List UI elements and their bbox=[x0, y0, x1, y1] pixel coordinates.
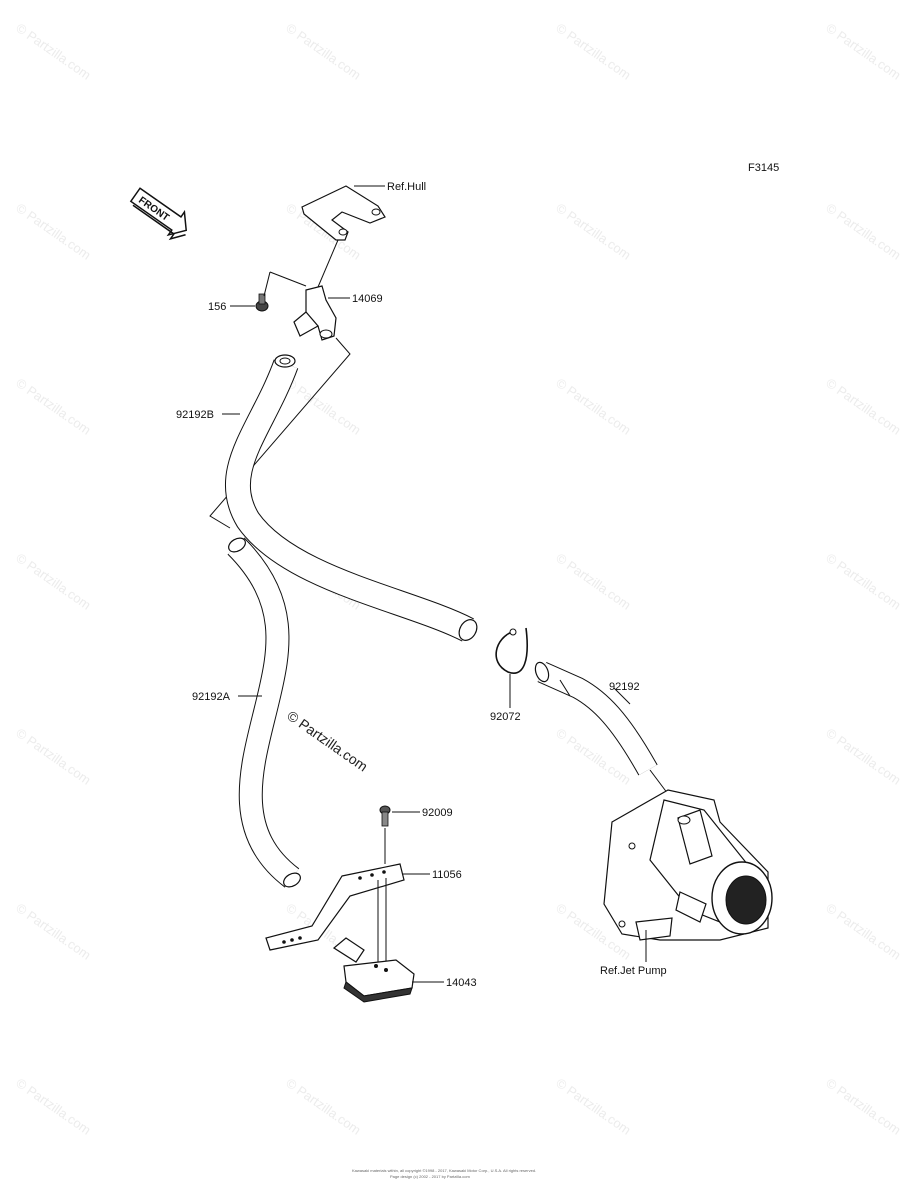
watermark-tile: © Partzilla.com bbox=[13, 200, 93, 263]
clamp-92072 bbox=[495, 627, 528, 674]
watermark-tile: © Partzilla.com bbox=[553, 20, 633, 83]
watermark-tile: © Partzilla.com bbox=[553, 1075, 633, 1138]
label-92192: 92192 bbox=[609, 681, 640, 693]
watermark-tile: © Partzilla.com bbox=[13, 725, 93, 788]
watermark-tile: © Partzilla.com bbox=[283, 1075, 363, 1138]
diagram-code: F3145 bbox=[748, 162, 779, 174]
bolt-156 bbox=[255, 293, 269, 312]
hose-92192a bbox=[227, 537, 301, 888]
watermark-tile: © Partzilla.com bbox=[13, 20, 93, 83]
watermark-tile: © Partzilla.com bbox=[283, 20, 363, 83]
jet-pump bbox=[603, 789, 773, 941]
label-14043: 14043 bbox=[446, 977, 477, 989]
label-92192a: 92192A bbox=[192, 691, 231, 703]
watermark-tiles: © Partzilla.com © Partzilla.com © Partzi… bbox=[13, 20, 903, 1138]
bracket-11056 bbox=[265, 863, 405, 951]
watermark-tile: © Partzilla.com bbox=[823, 200, 903, 263]
bolt-92009 bbox=[379, 805, 391, 827]
label-14069: 14069 bbox=[352, 293, 383, 305]
watermark-tile: © Partzilla.com bbox=[13, 900, 93, 963]
watermark-tile: © Partzilla.com bbox=[823, 375, 903, 438]
watermark-main: © Partzilla.com bbox=[284, 707, 370, 774]
watermark-tile: © Partzilla.com bbox=[553, 200, 633, 263]
label-92192b: 92192B bbox=[176, 409, 214, 421]
watermark-tile: © Partzilla.com bbox=[823, 725, 903, 788]
hull-bracket bbox=[301, 185, 386, 241]
watermark-tile: © Partzilla.com bbox=[823, 550, 903, 613]
footer-copyright: Kawasaki materials within, all copyright… bbox=[352, 1168, 536, 1173]
watermark-tile: © Partzilla.com bbox=[553, 550, 633, 613]
label-11056: 11056 bbox=[432, 869, 462, 881]
strainer-14043 bbox=[332, 937, 415, 1003]
watermark-tile: © Partzilla.com bbox=[13, 550, 93, 613]
hose-fitting-14069 bbox=[293, 285, 337, 341]
label-92009: 92009 bbox=[422, 807, 453, 819]
watermark-tile: © Partzilla.com bbox=[823, 900, 903, 963]
watermark-tile: © Partzilla.com bbox=[823, 20, 903, 83]
label-92072: 92072 bbox=[490, 711, 521, 723]
label-ref-jet-pump: Ref.Jet Pump bbox=[600, 965, 667, 977]
watermark-tile: © Partzilla.com bbox=[13, 1075, 93, 1138]
hose-92192b bbox=[224, 354, 478, 642]
label-ref-hull: Ref.Hull bbox=[387, 181, 426, 193]
footer-page-design: Page design (c) 2002 - 2017 by Partzilla… bbox=[390, 1174, 470, 1179]
hose-92192 bbox=[534, 661, 658, 776]
watermark-tile: © Partzilla.com bbox=[823, 1075, 903, 1138]
label-156: 156 bbox=[208, 301, 226, 313]
front-arrow: FRONT bbox=[129, 187, 188, 241]
watermark-tile: © Partzilla.com bbox=[13, 375, 93, 438]
watermark-tile: © Partzilla.com bbox=[553, 375, 633, 438]
